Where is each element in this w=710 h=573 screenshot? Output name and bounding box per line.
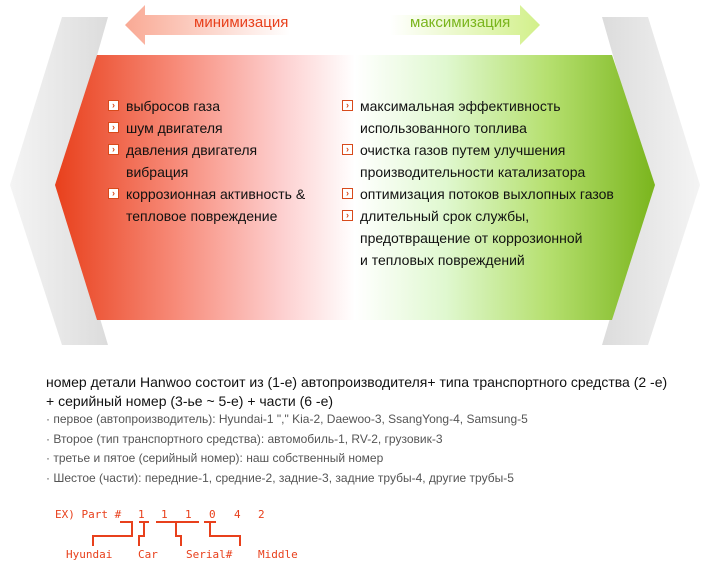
- example-prefix: EX) Part #: [55, 508, 122, 521]
- example-label-hyundai: Hyundai: [66, 548, 113, 561]
- bullet-arrow-icon: ›: [342, 210, 353, 221]
- example-label-middle: Middle: [258, 548, 298, 561]
- note-item: · Шестое (части): передние-1, средние-2,…: [46, 470, 514, 485]
- digit-notes: · первое (автопроизводитель): Hyundai-1 …: [46, 410, 528, 488]
- example-brackets: [92, 521, 241, 546]
- example-digit: 1: [161, 508, 168, 521]
- bullet-arrow-icon: ›: [342, 188, 353, 199]
- bullet-arrow-icon: ›: [108, 188, 119, 199]
- maximize-label: максимизация: [410, 14, 511, 31]
- maximize-arrow: [390, 5, 540, 45]
- note-item: · первое (автопроизводитель): Hyundai-1 …: [46, 412, 528, 426]
- bullet-arrow-icon: ›: [108, 122, 119, 133]
- list-item: ›коррозионная активность &тепловое повре…: [108, 183, 305, 227]
- bullet-arrow-icon: ›: [108, 144, 119, 155]
- bullet-arrow-icon: ›: [342, 144, 353, 155]
- example-digit: 2: [258, 508, 265, 521]
- part-number-description: номер детали Hanwoo состоит из (1-е) авт…: [46, 374, 668, 409]
- list-item: ›выбросов газа: [108, 95, 305, 117]
- note-item: · Второе (тип транспортного средства): а…: [46, 431, 443, 446]
- list-item: ›оптимизация потоков выхлопных газов: [342, 183, 614, 205]
- example-label-serial: Serial#: [186, 548, 233, 561]
- example-label-car: Car: [138, 548, 158, 561]
- example-digit: 1: [138, 508, 145, 521]
- note-item: · третье и пятое (серийный номер): наш с…: [46, 451, 384, 465]
- minimize-arrow: [125, 5, 290, 45]
- example-digit: 0: [209, 508, 216, 521]
- minimize-list: ›выбросов газа ›шум двигателя ›давления …: [108, 95, 305, 227]
- example-digit: 1: [185, 508, 192, 521]
- list-item: ›шум двигателя: [108, 117, 305, 139]
- gradient-band: [55, 55, 655, 320]
- bullet-arrow-icon: ›: [108, 100, 119, 111]
- bullet-arrow-icon: ›: [342, 100, 353, 111]
- list-item: ›длительный срок службы,предотвращение о…: [342, 205, 614, 271]
- example-digit: 4: [234, 508, 241, 521]
- minimize-label: минимизация: [194, 14, 289, 31]
